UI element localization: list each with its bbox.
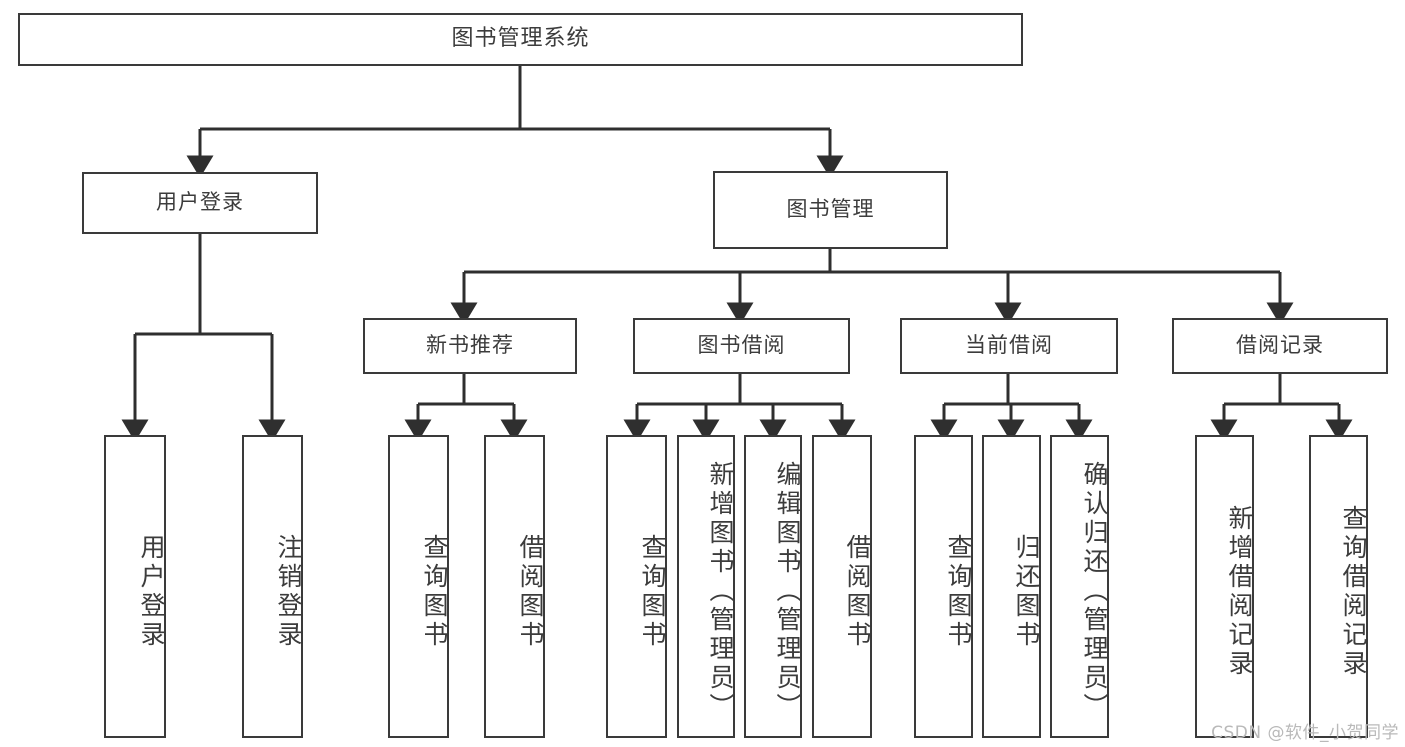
- node-label: 借阅记录: [1236, 333, 1324, 358]
- node-label: 借阅图书: [516, 533, 545, 650]
- node-root-system[interactable]: 图书管理系统: [18, 13, 1023, 66]
- leaf-user-login-logout[interactable]: 注销登录: [242, 435, 303, 738]
- node-label: 新书推荐: [426, 333, 514, 358]
- node-user-login[interactable]: 用户登录: [82, 172, 318, 234]
- leaf-borrow-record-query[interactable]: 查询借阅记录: [1309, 435, 1368, 738]
- node-label: 查询图书: [944, 533, 973, 650]
- watermark-text: CSDN @软件_小贺同学: [1211, 723, 1399, 743]
- node-label: 图书借阅: [697, 333, 786, 358]
- node-label: 借阅图书: [843, 533, 872, 650]
- node-label: 查询图书: [638, 533, 667, 650]
- node-label: 编辑图书（管理员）: [773, 461, 802, 722]
- node-borrow-record[interactable]: 借阅记录: [1172, 318, 1388, 374]
- leaf-current-borrow-confirm[interactable]: 确认归还（管理员）: [1050, 435, 1109, 738]
- node-label: 图书管理: [786, 197, 875, 222]
- node-label: 用户登录: [137, 533, 166, 650]
- leaf-current-borrow-return[interactable]: 归还图书: [982, 435, 1041, 738]
- node-label: 查询借阅记录: [1339, 504, 1368, 679]
- node-label: 归还图书: [1012, 533, 1041, 650]
- node-label: 新增图书（管理员）: [706, 461, 735, 722]
- node-label: 注销登录: [274, 533, 303, 650]
- leaf-new-book-query[interactable]: 查询图书: [388, 435, 449, 738]
- node-label: 图书管理系统: [451, 26, 590, 52]
- leaf-book-borrow-borrow[interactable]: 借阅图书: [812, 435, 872, 738]
- node-current-borrow[interactable]: 当前借阅: [900, 318, 1118, 374]
- node-book-borrow[interactable]: 图书借阅: [633, 318, 850, 374]
- node-label: 确认归还（管理员）: [1080, 461, 1109, 722]
- leaf-user-login-login[interactable]: 用户登录: [104, 435, 166, 738]
- leaf-new-book-borrow[interactable]: 借阅图书: [484, 435, 545, 738]
- leaf-borrow-record-add[interactable]: 新增借阅记录: [1195, 435, 1254, 738]
- node-book-management[interactable]: 图书管理: [713, 171, 948, 249]
- node-label: 当前借阅: [965, 333, 1053, 358]
- node-label: 查询图书: [420, 533, 449, 650]
- leaf-current-borrow-query[interactable]: 查询图书: [914, 435, 973, 738]
- leaf-book-borrow-add[interactable]: 新增图书（管理员）: [677, 435, 735, 738]
- node-new-book-recommend[interactable]: 新书推荐: [363, 318, 577, 374]
- node-label: 用户登录: [156, 190, 244, 215]
- node-label: 新增借阅记录: [1225, 504, 1254, 679]
- leaf-book-borrow-edit[interactable]: 编辑图书（管理员）: [744, 435, 802, 738]
- leaf-book-borrow-query[interactable]: 查询图书: [606, 435, 667, 738]
